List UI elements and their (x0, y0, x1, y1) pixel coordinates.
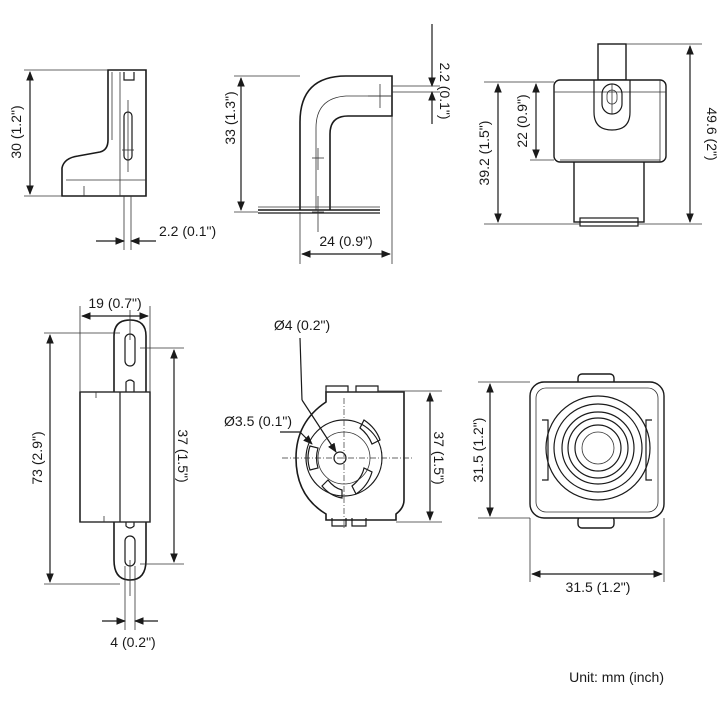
front-height-label: 31.5 (1.2") (470, 418, 486, 483)
bracket-depth-label: 24 (0.9") (319, 233, 372, 249)
side-thickness-label: 2.2 (0.1") (159, 223, 216, 239)
camera-side-view: 22 (0.9") 39.2 (1.5") 49.6 (2") (476, 43, 720, 227)
plate-mid-label: 37 (1.5") (175, 429, 191, 482)
mount-span-label: 37 (1.5") (431, 431, 447, 484)
bracket-height-label: 33 (1.3") (222, 91, 238, 144)
side-profile-view: 30 (1.2") 2.2 (0.1") (8, 69, 216, 250)
camera-front-view: 31.5 (1.2") 31.5 (1.2") (470, 373, 665, 595)
unit-note: Unit: mm (inch) (569, 669, 664, 685)
camera-total-label: 49.6 (2") (704, 107, 720, 160)
plate-total-label: 73 (2.9") (29, 431, 45, 484)
bracket-top-offset-label: 2.2 (0.1") (437, 62, 453, 119)
mount-base-view: Ø4 (0.2") Ø3.5 (0.1") 37 (1.5") (224, 317, 447, 528)
camera-lower-label: 39.2 (1.5") (476, 121, 492, 186)
side-height-label: 30 (1.2") (8, 105, 24, 158)
camera-upper-label: 22 (0.9") (514, 94, 530, 147)
mount-plate-view: 19 (0.7") 73 (2.9") 37 (1.5") 4 (0.2") (29, 295, 191, 650)
hole-big-label: Ø4 (0.2") (274, 317, 330, 333)
plate-slot-label: 4 (0.2") (110, 634, 155, 650)
hole-small-label: Ø3.5 (0.1") (224, 413, 292, 429)
front-width-label: 31.5 (1.2") (566, 579, 631, 595)
plate-width-label: 19 (0.7") (88, 295, 141, 311)
l-bracket-view: 33 (1.3") 2.2 (0.1") 24 (0.9") (222, 24, 453, 264)
